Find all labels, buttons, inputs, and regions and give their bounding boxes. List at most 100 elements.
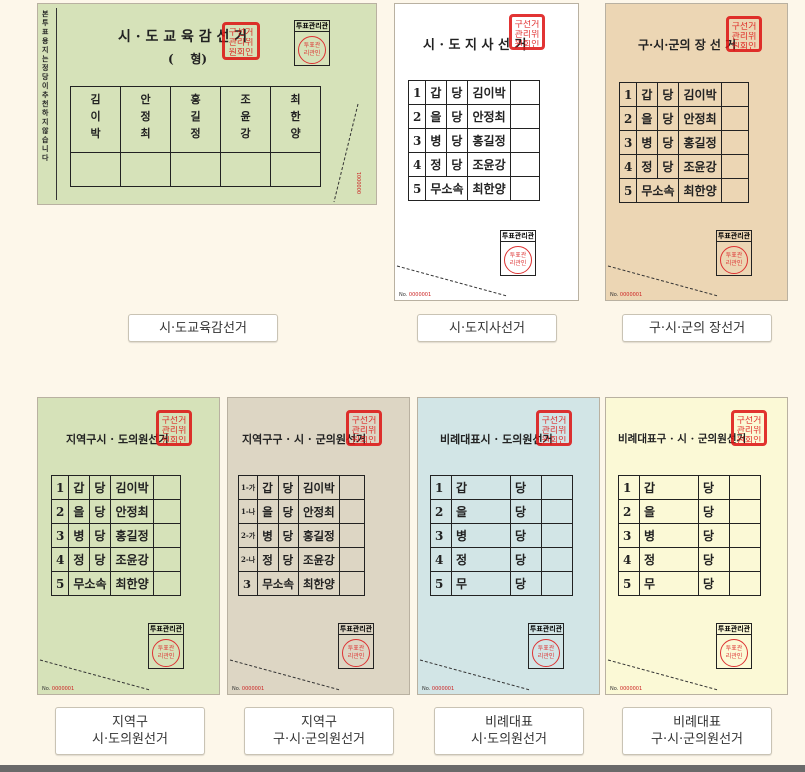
ballot-title: 구·시·군의 장 선 거 [638, 38, 737, 52]
bottom-bar [0, 765, 805, 772]
serial-number: No. 0000001 [610, 686, 643, 692]
vote-cell [170, 152, 221, 187]
vote-cell [120, 152, 171, 187]
ballot-subtitle: ( 형) [168, 52, 208, 66]
ballot-side-notice: 본 투표용지는 정당이 추천하지 않습니다 [42, 10, 49, 162]
serial-number: No. 0000001 [399, 292, 432, 298]
governor-election-button[interactable]: 시·도지사선거 [417, 314, 557, 342]
ballot-side-divider [56, 8, 57, 200]
ballot-education: 본 투표용지는 정당이 추천하지 않습니다 시 · 도 교 육 감 선 거 ( … [37, 3, 377, 205]
perforation-line [607, 265, 719, 297]
vote-cell [70, 152, 121, 187]
serial-number: No. 0000001 [610, 292, 643, 298]
ballot-title: 시 · 도 지 사 선 거 [423, 38, 527, 53]
perforation-line [229, 659, 341, 691]
mayor-election-button[interactable]: 구·시·군의 장선거 [622, 314, 772, 342]
perforation-line [39, 659, 151, 691]
svg-text:0000001: 0000001 [357, 172, 363, 194]
ballot-title: 지역구구 · 시 · 군의원선거 [242, 433, 367, 446]
education-election-button[interactable]: 시·도교육감선거 [128, 314, 278, 342]
ballot-title: 비례대표시 · 도의원선거 [440, 433, 553, 446]
perforation-line [396, 265, 508, 297]
perforation-line [607, 659, 719, 691]
ballot-title: 시 · 도 교 육 감 선 거 [118, 29, 248, 45]
perforation-line: 0000001 [333, 103, 363, 203]
vote-cell [270, 152, 321, 187]
serial-number: No. 0000001 [422, 686, 455, 692]
ballot-title: 비례대표구 · 시 · 군의원선거 [618, 433, 747, 445]
serial-number: No. 0000001 [232, 686, 265, 692]
